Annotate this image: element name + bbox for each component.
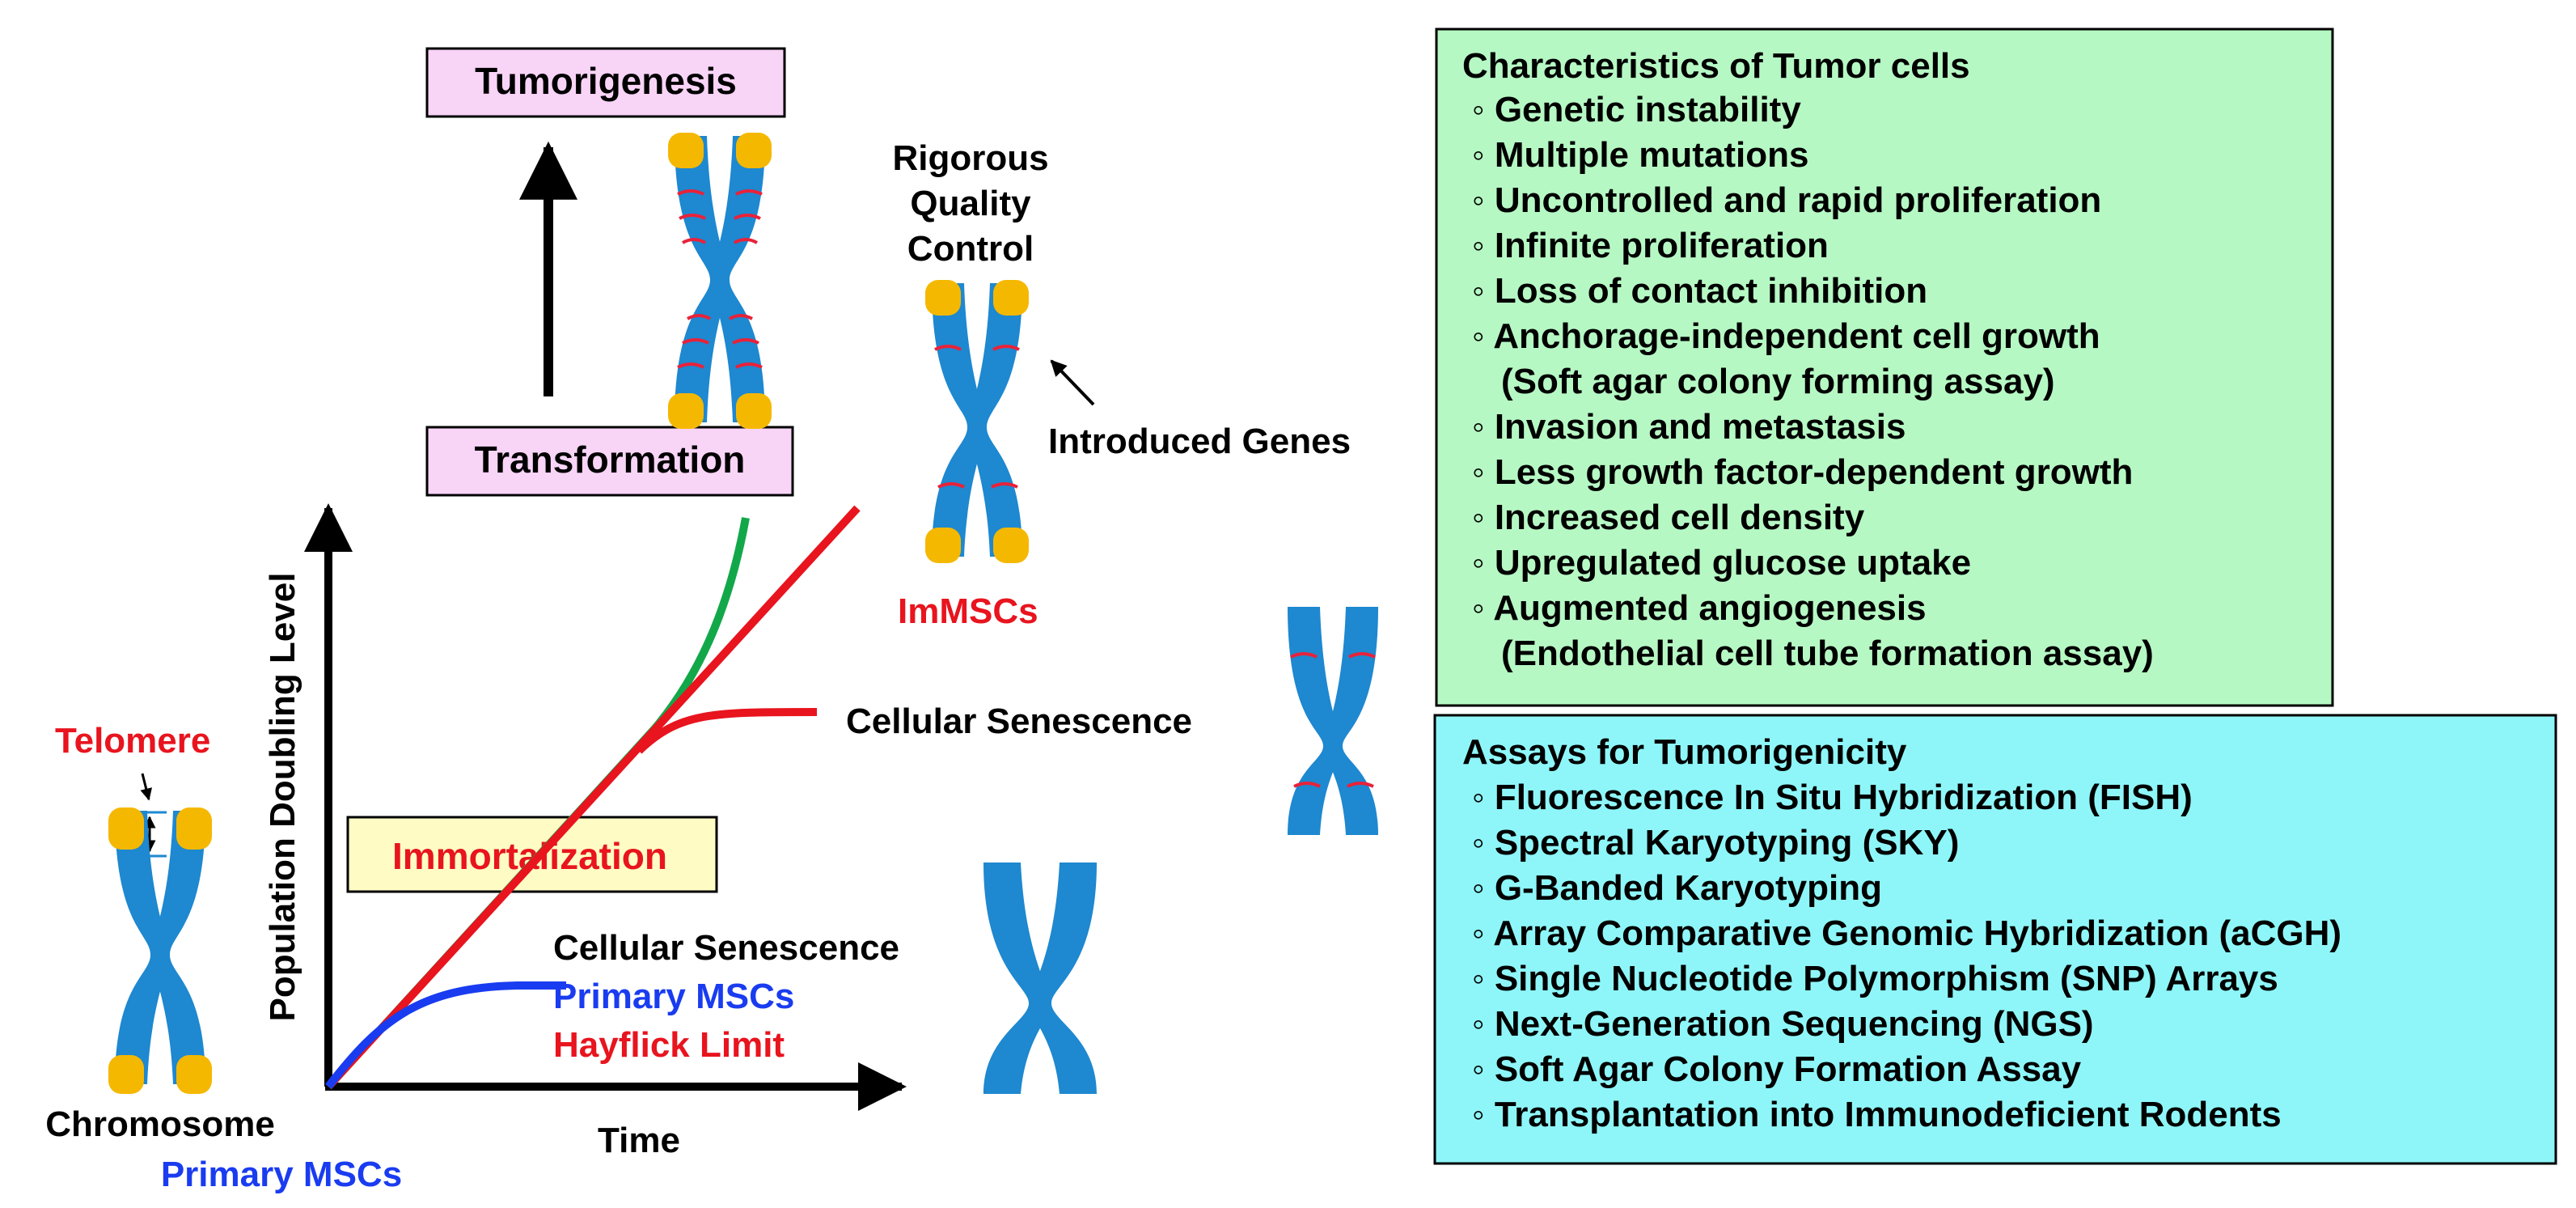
tumorigenicity-assays-list: ◦ Fluorescence In Situ Hybridization (FI…: [1472, 778, 2341, 1134]
assay-item: ◦ Soft Agar Colony Formation Assay: [1472, 1049, 2082, 1089]
immortalization-box: [346, 816, 718, 893]
y-axis-label: Population Doubling Level: [263, 573, 302, 1022]
tumor-characteristics-title: Characteristics of Tumor cells: [1462, 46, 1970, 86]
chromosome-label: Chromosome: [45, 1104, 275, 1144]
tumorigenicity-assays-title: Assays for Tumorigenicity: [1462, 732, 1907, 772]
tumor-characteristic-item: ◦ Loss of contact inhibition: [1472, 271, 1927, 311]
assay-item: ◦ G-Banded Karyotyping: [1472, 868, 1882, 908]
assay-item: ◦ Transplantation into Immunodeficient R…: [1472, 1095, 2282, 1134]
introduced-genes-label: Introduced Genes: [1048, 422, 1351, 461]
x-axis-label: Time: [598, 1121, 680, 1160]
primary-mscs-bottom-label: Primary MSCs: [161, 1155, 402, 1194]
primary-mscs-curve: [325, 981, 566, 1090]
tumor-characteristic-item: ◦ Multiple mutations: [1472, 135, 1808, 175]
tumorigenesis-box: [425, 47, 786, 118]
assay-item: ◦ Fluorescence In Situ Hybridization (FI…: [1472, 778, 2193, 817]
tumor-characteristic-item: ◦ Augmented angiogenesis: [1472, 588, 1927, 628]
immscs-chromosome-icon: [925, 280, 1029, 563]
tumorigenesis-label: Tumorigenesis: [475, 60, 737, 102]
hayflick-limit-label: Hayflick Limit: [553, 1025, 785, 1065]
tumor-characteristic-item: ◦ Upregulated glucose uptake: [1472, 543, 1971, 583]
quality-control-line-1: Rigorous: [892, 138, 1048, 178]
senescent-chromosome-icon-lower: [983, 863, 1097, 1094]
tumor-characteristic-item: ◦ Uncontrolled and rapid proliferation: [1472, 180, 2101, 220]
tumor-characteristic-subitem: (Soft agar colony forming assay): [1501, 362, 2055, 401]
assay-item: ◦ Next-Generation Sequencing (NGS): [1472, 1004, 2094, 1044]
tumor-characteristic-item: ◦ Genetic instability: [1472, 90, 1801, 129]
tumor-characteristic-item: ◦ Anchorage-independent cell growth: [1472, 316, 2100, 356]
telomere-pointer: [140, 773, 153, 801]
transformation-box: [425, 426, 794, 497]
assay-item: ◦ Array Comparative Genomic Hybridizatio…: [1472, 913, 2341, 953]
tumor-characteristics-list: ◦ Genetic instability ◦ Multiple mutatio…: [1472, 90, 2154, 673]
assay-item: ◦ Spectral Karyotyping (SKY): [1472, 823, 1959, 863]
immscs-label: ImMSCs: [898, 591, 1038, 631]
telomere-label: Telomere: [55, 721, 210, 761]
transformation-label: Transformation: [475, 439, 746, 481]
tumor-characteristic-item: ◦ Infinite proliferation: [1472, 226, 1829, 265]
senescent-chromosome-icon-upper: [1288, 607, 1378, 835]
cellular-senescence-upper-label: Cellular Senescence: [846, 701, 1192, 741]
tumor-characteristic-subitem: (Endothelial cell tube formation assay): [1501, 634, 2154, 673]
tumor-characteristic-item: ◦ Less growth factor-dependent growth: [1472, 452, 2133, 492]
senescence-curve-red: [636, 708, 818, 754]
quality-control-line-3: Control: [907, 229, 1034, 269]
primary-mscs-curve-label: Primary MSCs: [553, 977, 794, 1016]
introduced-genes-arrow: [1050, 359, 1095, 406]
tumorigenicity-assays-panel: [1433, 714, 2557, 1165]
primary-chromosome-icon: [108, 807, 212, 1094]
tumor-characteristic-item: ◦ Invasion and metastasis: [1472, 407, 1906, 447]
quality-control-line-2: Quality: [910, 184, 1031, 223]
assay-item: ◦ Single Nucleotide Polymorphism (SNP) A…: [1472, 959, 2278, 998]
immortalized-curve: [325, 505, 861, 1090]
tumor-characteristic-item: ◦ Increased cell density: [1472, 498, 1865, 537]
tumor-characteristics-panel: [1435, 28, 2334, 707]
tumor-chromosome-icon: [668, 133, 772, 429]
cellular-senescence-lower-label: Cellular Senescence: [553, 928, 899, 968]
